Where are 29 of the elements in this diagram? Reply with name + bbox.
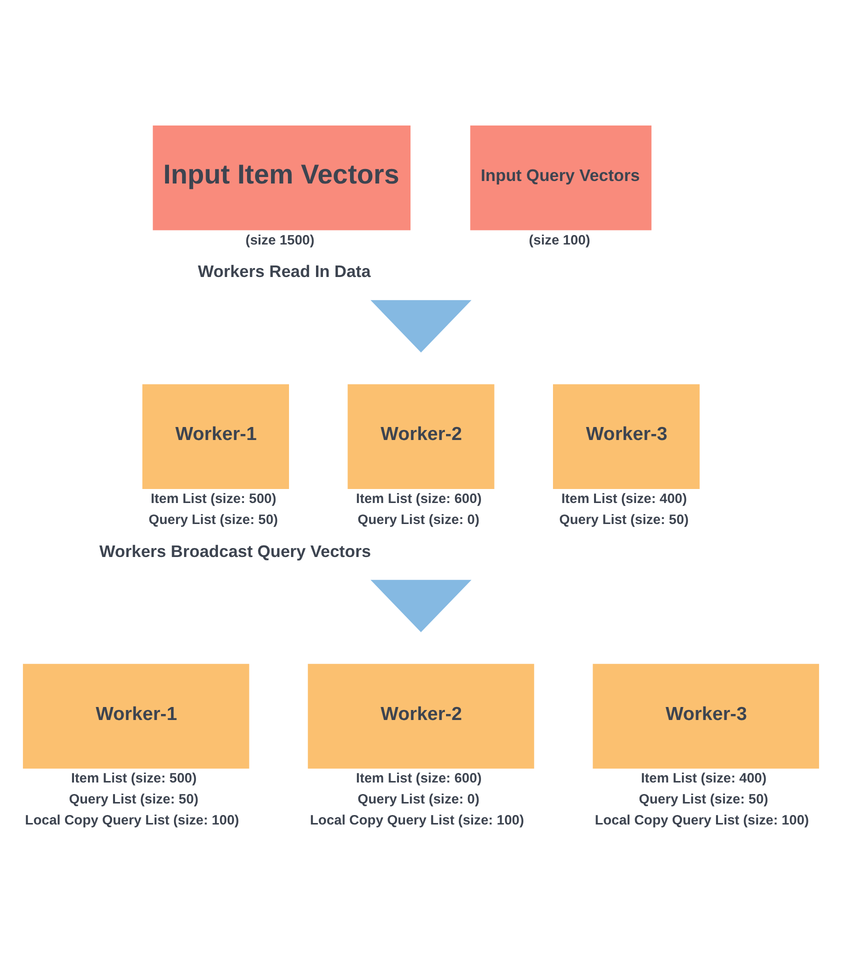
- node-box: Worker-1: [22, 663, 250, 768]
- node-label: Item List (size: 600): [356, 490, 482, 506]
- node-label: Query List (size: 50): [148, 511, 278, 526]
- node-label: Query List (size: 0): [358, 791, 480, 806]
- node-box: Worker-1: [142, 384, 289, 488]
- node-arrow: [370, 579, 472, 632]
- node-label: Item List (size: 500): [150, 490, 276, 506]
- node-label: Item List (size: 400): [640, 770, 767, 786]
- node-label: Item List (size: 500): [71, 770, 197, 786]
- node-label: Local Copy Query List (size: 100): [594, 812, 809, 828]
- node-label: Workers Broadcast Query Vectors: [99, 541, 371, 560]
- node-box: Worker-2: [308, 663, 534, 768]
- node-label: Query List (size: 50): [69, 791, 198, 806]
- node-label: Query List (size: 0): [358, 511, 480, 526]
- node-box: Input Query Vectors: [470, 124, 652, 230]
- node-label: Item List (size: 600): [356, 770, 482, 786]
- node-box: Worker-3: [553, 384, 700, 488]
- node-label: Item List (size: 400): [561, 490, 687, 506]
- node-label: Workers Read In Data: [198, 262, 371, 281]
- node-label: (size 100): [528, 232, 590, 247]
- node-box: Input Item Vectors: [152, 124, 411, 230]
- node-label: Query List (size: 50): [638, 791, 768, 806]
- node-label: (size 1500): [246, 232, 314, 247]
- node-label: Local Copy Query List (size: 100): [310, 812, 524, 828]
- node-label: Query List (size: 50): [559, 511, 689, 526]
- node-label: Local Copy Query List (size: 100): [25, 812, 240, 828]
- node-box: Worker-3: [592, 663, 820, 768]
- node-box: Worker-2: [348, 384, 494, 488]
- node-arrow: [370, 300, 472, 352]
